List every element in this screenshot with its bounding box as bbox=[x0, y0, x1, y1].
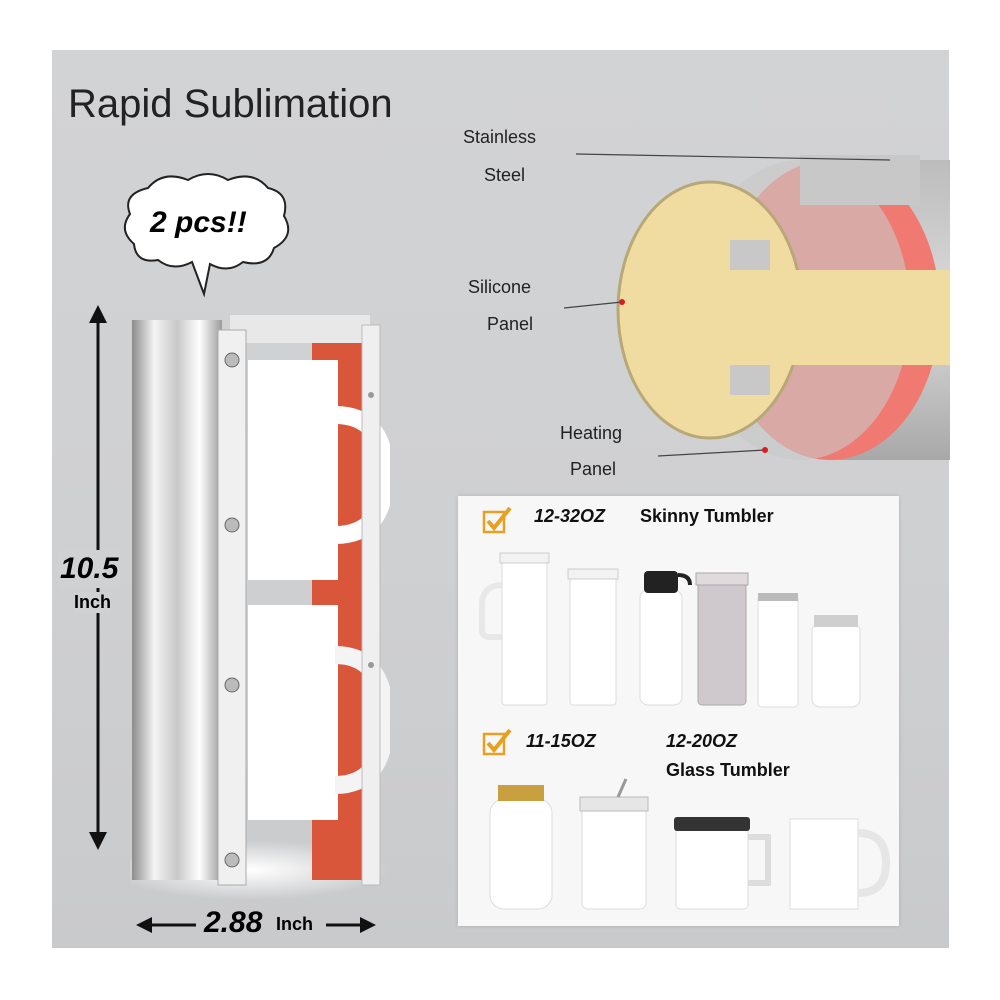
page-title: Rapid Sublimation bbox=[68, 82, 393, 126]
leader-lines bbox=[563, 153, 891, 457]
can-tumbler bbox=[757, 593, 799, 708]
bubble-text: 2 pcs!! bbox=[150, 206, 247, 239]
speech-bubble bbox=[123, 173, 290, 298]
height-value: 10.5 bbox=[58, 550, 121, 588]
label-silicone: Silicone bbox=[468, 277, 532, 297]
glass-tumbler-label: Glass Tumbler bbox=[666, 760, 790, 780]
ceramic-mug bbox=[789, 818, 891, 910]
skinny-tumbler bbox=[567, 568, 619, 706]
glitter-tumbler bbox=[695, 572, 749, 706]
cross-section-diagram bbox=[616, 155, 950, 460]
mason-jar bbox=[489, 785, 553, 910]
skinny-tumbler-row bbox=[479, 552, 861, 708]
size-12-32oz: 12-32OZ bbox=[534, 506, 606, 526]
size-11-15oz: 11-15OZ bbox=[526, 731, 596, 751]
camp-mug bbox=[674, 817, 771, 910]
water-bottle bbox=[639, 571, 692, 706]
mugs-row bbox=[489, 778, 891, 910]
checkbox-checked-icon bbox=[482, 506, 512, 534]
label-heating: Heating bbox=[560, 423, 623, 443]
checkbox-checked-icon bbox=[482, 728, 512, 756]
size-12-20oz: 12-20OZ bbox=[666, 731, 738, 751]
label-stainless: Stainless bbox=[463, 127, 537, 147]
label-heating-panel: Panel bbox=[570, 459, 617, 479]
label-silicone-panel: Panel bbox=[487, 314, 534, 334]
height-unit: Inch bbox=[74, 592, 112, 613]
mug-press-illustration bbox=[130, 315, 390, 900]
width-unit: Inch bbox=[276, 914, 314, 934]
width-arrow bbox=[136, 917, 376, 933]
width-value: 2.88 bbox=[204, 906, 263, 939]
label-steel: Steel bbox=[484, 165, 526, 185]
lidded-tumbler bbox=[579, 778, 649, 910]
tumbler-with-handle bbox=[479, 552, 550, 706]
skinny-tumbler-label: Skinny Tumbler bbox=[640, 506, 774, 526]
small-tumbler bbox=[811, 615, 861, 708]
